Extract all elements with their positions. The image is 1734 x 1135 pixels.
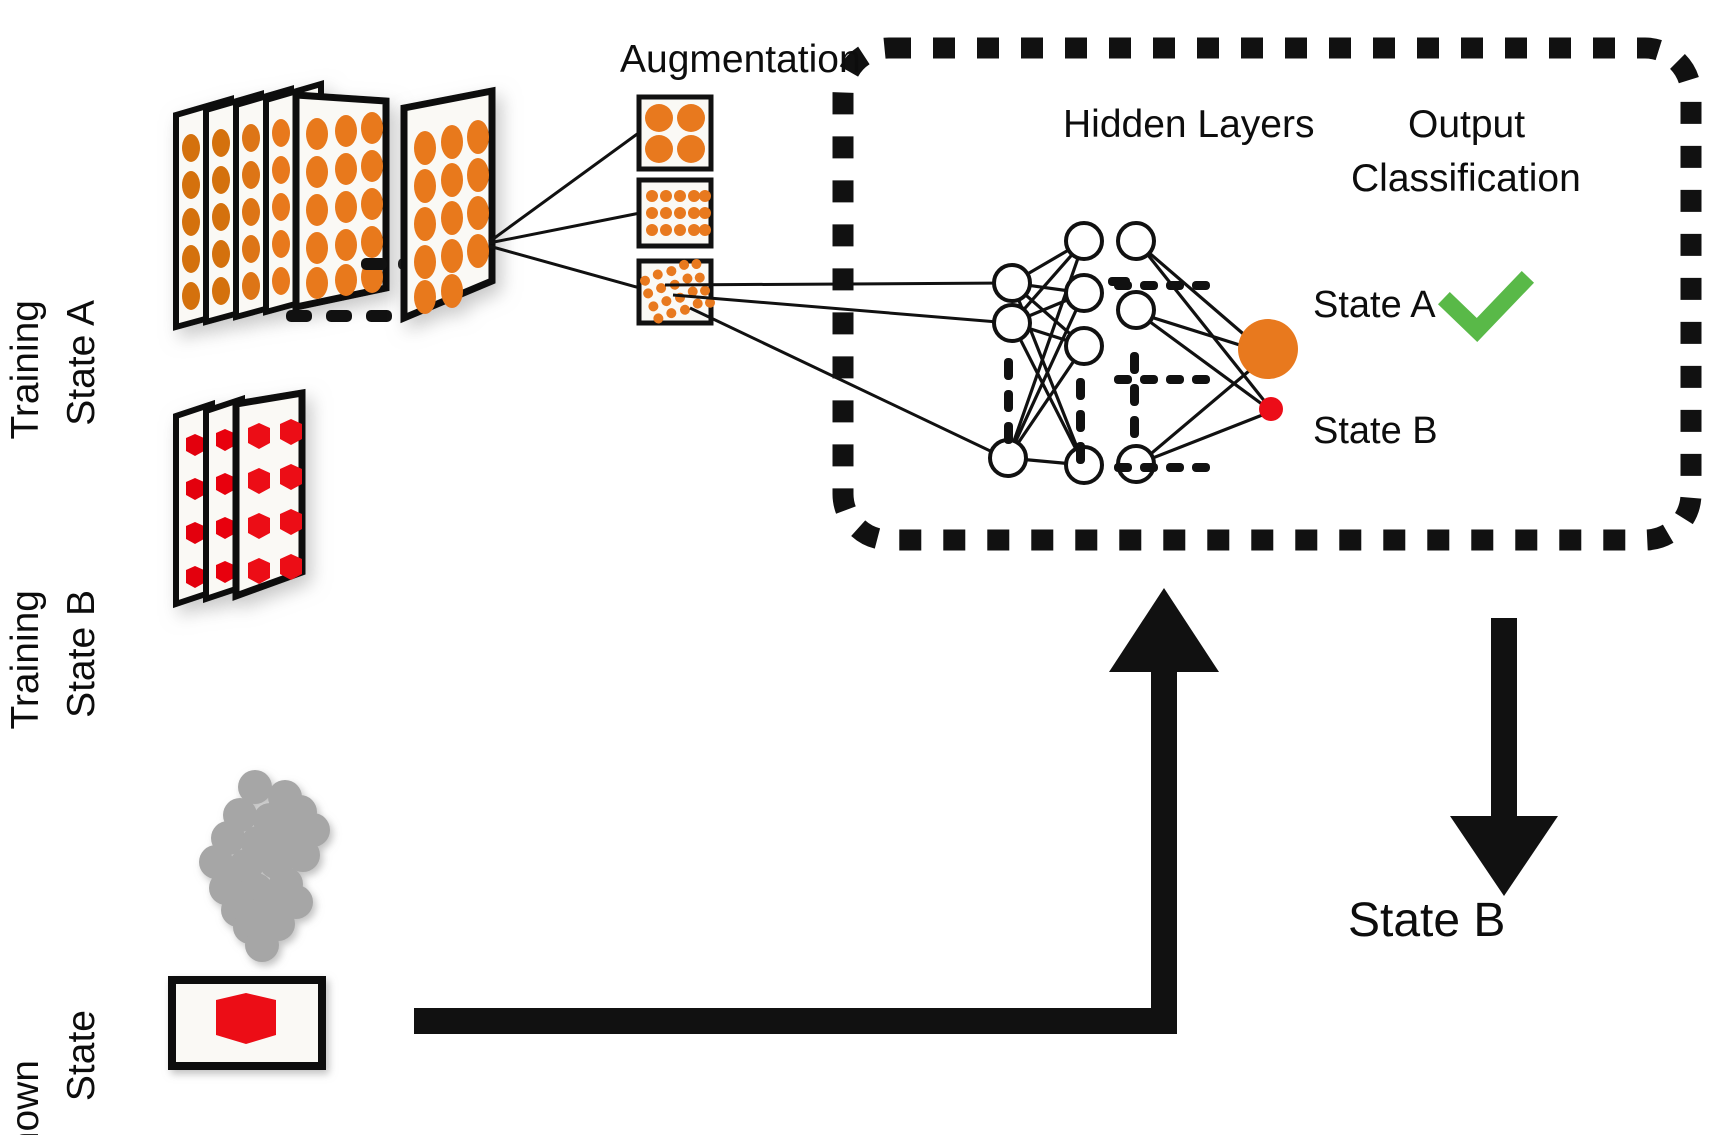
elbow-connector-icon xyxy=(414,588,1219,1034)
node-l1-3 xyxy=(988,438,1028,478)
output-state-a-label: State A xyxy=(1313,284,1436,326)
output-nodes xyxy=(1238,319,1298,421)
network-ellipsis-dashes xyxy=(1004,352,1139,464)
augmentation-fan-lines xyxy=(488,130,641,290)
check-mark-icon xyxy=(1437,270,1535,343)
node-l1-1 xyxy=(992,263,1032,303)
training-state-b-stack xyxy=(173,388,306,609)
augmentation-tile-crop-zoom xyxy=(636,94,714,172)
result-state-b-label: State B xyxy=(1348,894,1506,947)
output-classification-label-line2: Classification xyxy=(1351,157,1581,200)
unknown-sample-plate xyxy=(168,976,326,1070)
node-ln-2 xyxy=(1116,290,1156,330)
unknown-sample-sphere-cluster xyxy=(199,770,330,962)
unknown-state-label-line1: Unknown xyxy=(4,1060,48,1135)
network-dashed-border xyxy=(832,37,1702,551)
up-arrow-icon xyxy=(1109,588,1219,672)
node-ln-1 xyxy=(1116,221,1156,261)
output-state-b-label: State B xyxy=(1313,410,1438,452)
sheet-a-1 xyxy=(292,91,390,312)
training-state-b-label-line1: Training xyxy=(4,590,47,730)
training-state-a-stack xyxy=(173,80,390,331)
node-l1-2 xyxy=(992,303,1032,343)
node-l2-1 xyxy=(1064,221,1104,261)
node-l2-2 xyxy=(1064,273,1104,313)
hidden-layers-label: Hidden Layers xyxy=(1063,103,1315,146)
hidden-layer-gap-dash-rows xyxy=(1114,281,1210,472)
source-sheet xyxy=(400,86,496,324)
training-state-b-label-line2: State B xyxy=(60,590,103,718)
down-arrow-icon xyxy=(1450,618,1558,896)
training-state-a-label-line1: Training xyxy=(4,300,47,440)
training-state-a-label-line2: State A xyxy=(60,300,103,426)
network-nodes xyxy=(988,221,1156,485)
augmentation-label: Augmentation xyxy=(620,38,861,81)
augmentation-tile-downscale xyxy=(636,177,714,249)
node-l2-3 xyxy=(1064,326,1104,366)
output-classification-label-line1: Output xyxy=(1408,103,1526,146)
output-node-state-a xyxy=(1238,319,1298,379)
sheet-b-1 xyxy=(232,388,306,601)
unknown-state-label-line2: State xyxy=(60,1010,103,1102)
output-node-state-b xyxy=(1259,397,1283,421)
red-hexagon xyxy=(216,993,276,1044)
